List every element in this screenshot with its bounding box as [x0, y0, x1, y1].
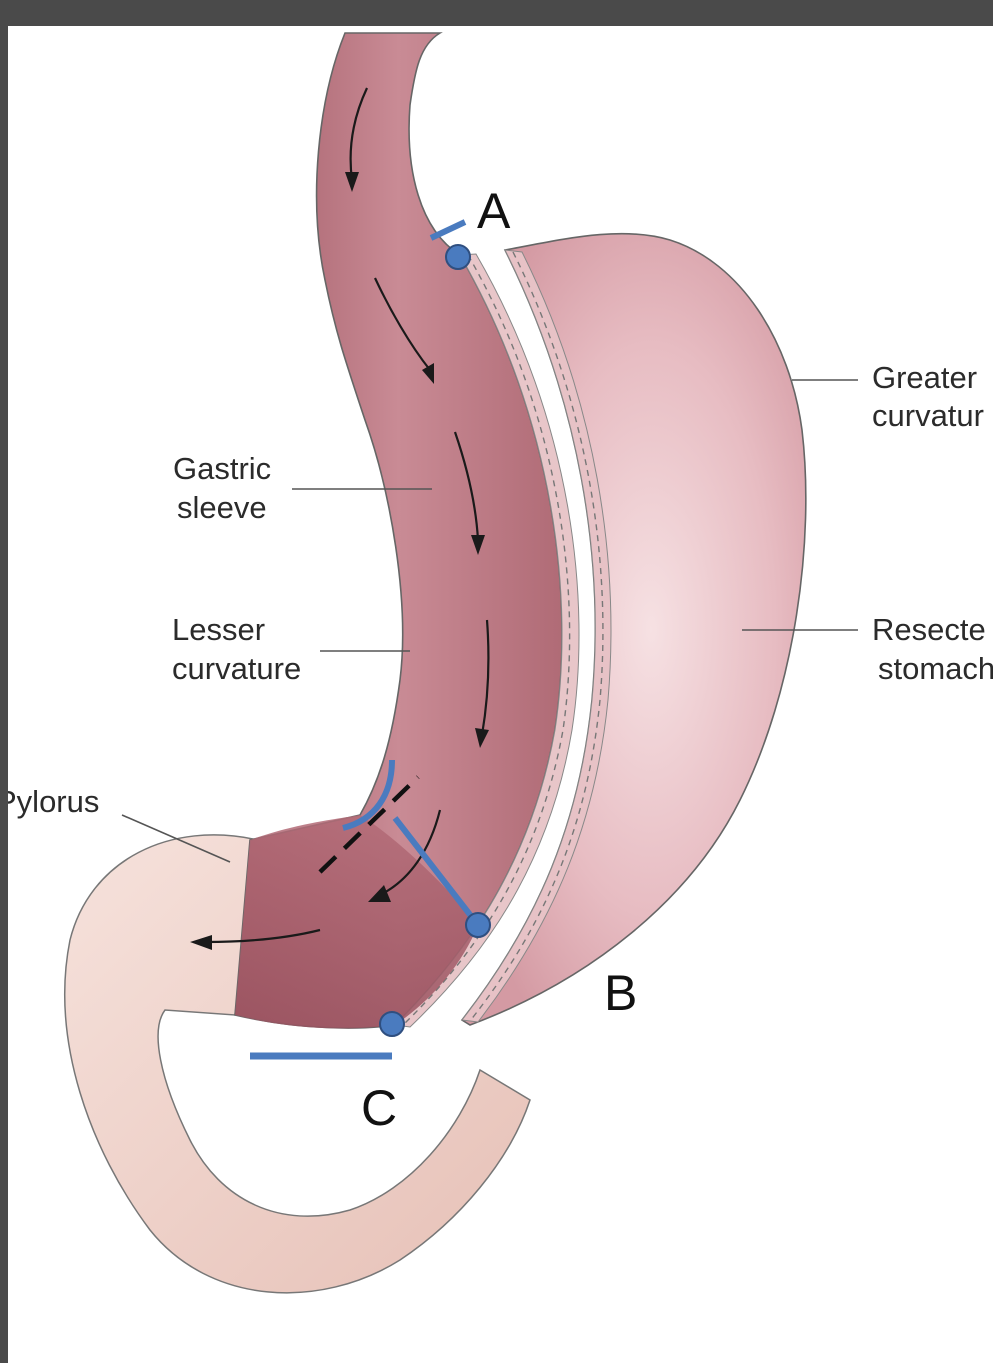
greater-curvature-label-line2: curvatur [872, 398, 984, 433]
gastric-sleeve-label-line2: sleeve [177, 490, 267, 525]
gastric-sleeve-label-line1: Gastric [173, 451, 271, 486]
diagram-frame: Greater curvatur Gastric sleeve Lesser c… [8, 26, 993, 1363]
sleeve-gastrectomy-diagram: Greater curvatur Gastric sleeve Lesser c… [8, 26, 993, 1363]
resected-stomach-label-line2: stomach [878, 651, 993, 686]
pylorus-label: Pylorus [8, 784, 99, 819]
resected-stomach-label-line1: Resecte [872, 612, 986, 647]
point-c-label: C [361, 1080, 397, 1136]
point-b-label: B [604, 965, 637, 1021]
greater-curvature-label-line1: Greater [872, 360, 977, 395]
lesser-curvature-label-line2: curvature [172, 651, 301, 686]
point-a-label: A [477, 183, 511, 239]
lesser-curvature-label-line1: Lesser [172, 612, 265, 647]
